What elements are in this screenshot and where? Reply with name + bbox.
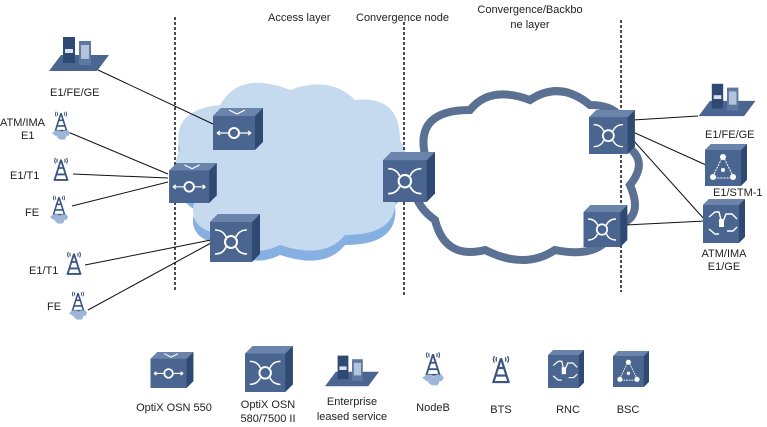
backbone-layer-label-2: ne layer bbox=[510, 19, 549, 31]
convergence-node-label: Convergence node bbox=[356, 12, 449, 24]
link bbox=[97, 69, 214, 125]
office-building-icon bbox=[698, 83, 756, 117]
legend-nodeb-label: NodeB bbox=[416, 402, 450, 414]
legend-rnc-label: RNC bbox=[556, 404, 580, 416]
link bbox=[625, 220, 706, 226]
legend-enterprise-icon bbox=[325, 355, 379, 387]
legend-enterprise-label: leased service bbox=[317, 411, 387, 423]
site-label: E1/FE/GE bbox=[705, 129, 755, 141]
link bbox=[632, 139, 706, 221]
legend-rnc-icon bbox=[548, 350, 584, 388]
nodeb-icon bbox=[52, 112, 70, 140]
legend-osn580-label: 580/7500 II bbox=[240, 413, 295, 425]
link bbox=[632, 131, 707, 166]
backbone-layer-label-1: Convergence/Backbo bbox=[477, 4, 582, 16]
legend-bsc-label: BSC bbox=[617, 404, 640, 416]
link bbox=[72, 173, 169, 179]
legend-bsc-icon bbox=[613, 350, 649, 388]
legend-bts-icon bbox=[491, 354, 511, 384]
bts-icon bbox=[65, 250, 83, 275]
links bbox=[67, 69, 707, 311]
osn550-device-upper bbox=[213, 108, 263, 150]
osn580-device-backbone-lower bbox=[583, 205, 628, 247]
site-label: E1 bbox=[21, 130, 34, 142]
legend-enterprise-label: Enterprise bbox=[327, 396, 377, 408]
nodeb-icon bbox=[69, 292, 87, 320]
site-label: FE bbox=[47, 301, 61, 313]
site-label: E1/GE bbox=[708, 261, 740, 273]
backbone-cloud bbox=[410, 87, 643, 264]
rnc-icon bbox=[703, 199, 745, 243]
office-building-icon bbox=[49, 37, 109, 71]
osn550-device-lower bbox=[168, 163, 218, 203]
legend-osn580-icon bbox=[245, 346, 293, 392]
site-label: ATM/IMA bbox=[0, 117, 46, 129]
nodeb-icon bbox=[50, 196, 68, 224]
legend-nodeb-icon bbox=[422, 352, 444, 385]
site-label: E1/T1 bbox=[10, 170, 39, 182]
legend-osn550-label: OptiX OSN 550 bbox=[136, 402, 212, 414]
link bbox=[87, 242, 212, 311]
site-label: FE bbox=[25, 207, 39, 219]
site-label: E1/T1 bbox=[29, 265, 58, 277]
legend-osn580-label: OptiX OSN bbox=[241, 399, 295, 411]
osn580-device-access bbox=[210, 214, 260, 262]
legend-bts-label: BTS bbox=[490, 404, 511, 416]
site-label: E1/FE/GE bbox=[50, 87, 100, 99]
bsc-icon bbox=[705, 144, 747, 186]
link bbox=[84, 239, 212, 266]
legend-osn550-icon bbox=[149, 352, 195, 388]
access-layer-label: Access layer bbox=[268, 12, 331, 24]
site-label: E1/STM-1 bbox=[713, 187, 763, 199]
link bbox=[71, 181, 169, 207]
legend: OptiX OSN 550 OptiX OSN 580/7500 II Ente… bbox=[136, 346, 649, 425]
link bbox=[67, 131, 169, 175]
osn580-device-convergence bbox=[383, 151, 435, 203]
osn580-device-backbone-upper bbox=[589, 110, 635, 154]
link bbox=[632, 115, 699, 121]
bts-icon bbox=[52, 156, 70, 181]
site-label: ATM/IMA bbox=[701, 248, 747, 260]
